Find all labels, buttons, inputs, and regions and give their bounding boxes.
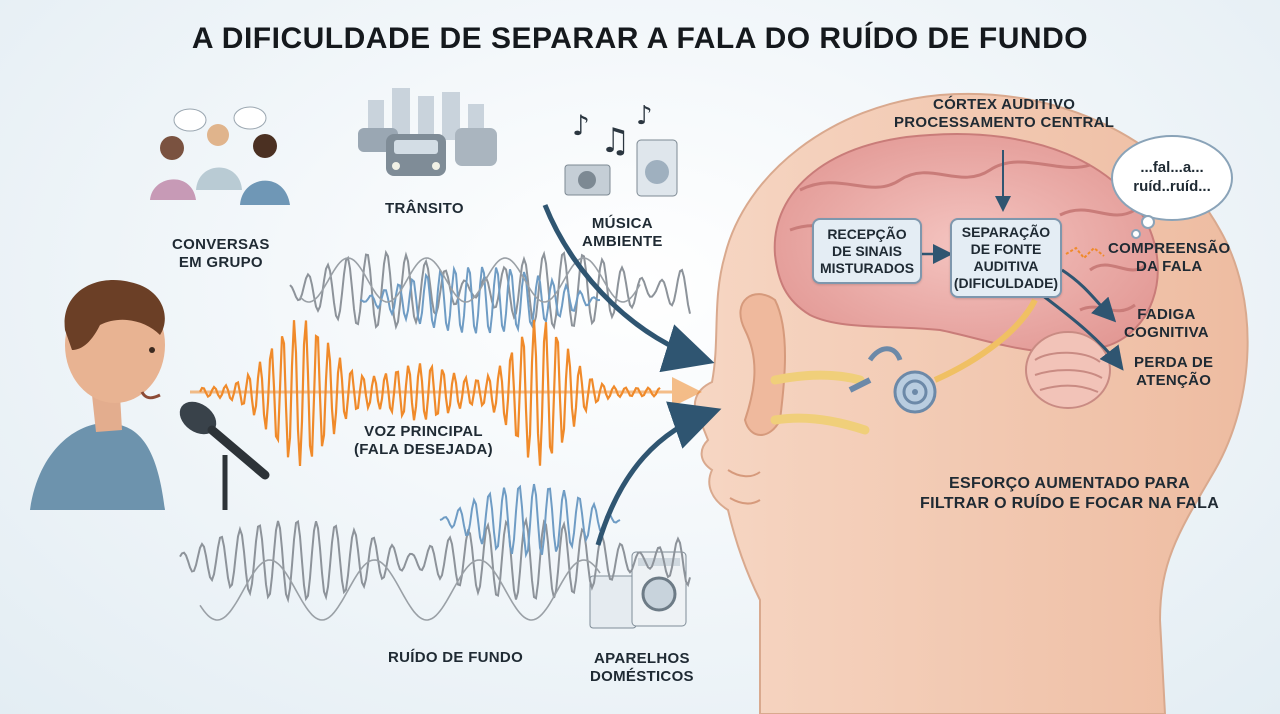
label-background-noise: RUÍDO DE FUNDO (388, 649, 524, 666)
arrow-to-fatigue (1061, 268, 1117, 323)
label-main-voice: VOZ PRINCIPAL(FALA DESEJADA) (354, 423, 493, 458)
cochlea (848, 346, 937, 414)
group-talk-icon (150, 106, 290, 205)
arrow-lower-noise (595, 401, 722, 546)
thought-bubble (1111, 135, 1233, 239)
noise-waves-upper (289, 249, 691, 334)
noise-waves-lower (179, 483, 691, 621)
arrow-upper-noise (542, 204, 715, 373)
page-title: A DIFICULDADE DE SEPARAR A FALA DO RUÍDO… (191, 22, 1089, 55)
box-source-separation: SEPARAÇÃO DE FONTE AUDITIVA (DIFICULDADE… (950, 218, 1062, 298)
svg-text:♪: ♪ (572, 109, 590, 142)
auditory-nerve (933, 298, 1038, 383)
arrow-to-attention (1041, 293, 1124, 371)
label-traffic: TRÂNSITO (385, 200, 464, 217)
box-signal-reception: RECEPÇÃO DE SINAIS MISTURADOS (812, 218, 922, 284)
speaker-person (30, 280, 165, 510)
voice-wave (190, 319, 702, 467)
thought-bubble-text: ...fal...a...ruíd..ruíd... (1133, 159, 1211, 195)
arrow-to-comprehension (1065, 246, 1105, 260)
music-icon: ♪ ♫ ♪ (564, 101, 678, 197)
ear (739, 293, 786, 436)
appliances-icon (589, 551, 687, 629)
traffic-icon (358, 88, 497, 176)
svg-text:♫: ♫ (600, 121, 630, 161)
svg-text:♪: ♪ (636, 101, 653, 131)
microphone (179, 401, 270, 510)
